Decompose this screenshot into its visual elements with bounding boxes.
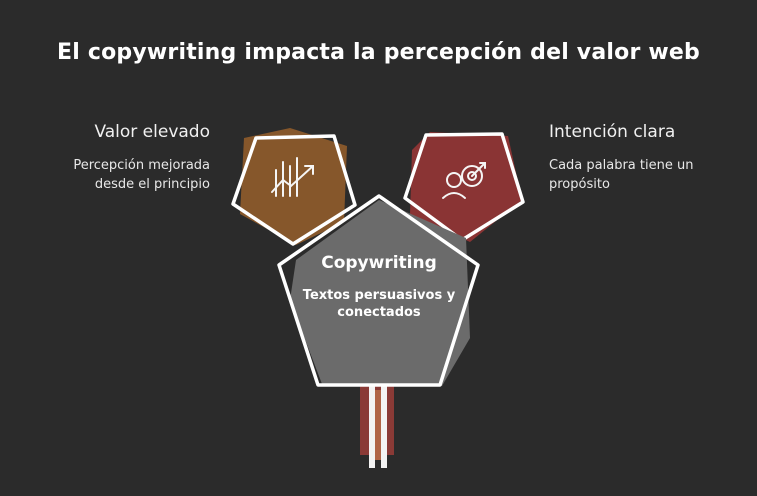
left-heading: Valor elevado — [94, 122, 210, 142]
diagram-title: El copywriting impacta la percepción del… — [57, 40, 700, 65]
left-pentagon — [231, 128, 357, 246]
target-person-icon — [442, 162, 486, 199]
center-title: Copywriting — [321, 253, 437, 273]
center-pentagon — [277, 194, 480, 387]
chart-growth-icon — [271, 157, 314, 197]
left-description: Percepción mejorada desde el principio — [73, 158, 210, 192]
right-description: Cada palabra tiene un propósito — [549, 158, 694, 192]
right-heading: Intención clara — [549, 122, 676, 142]
center-description: Textos persuasivos y conectados — [302, 288, 456, 320]
stem — [360, 382, 394, 468]
right-pentagon — [403, 132, 525, 242]
